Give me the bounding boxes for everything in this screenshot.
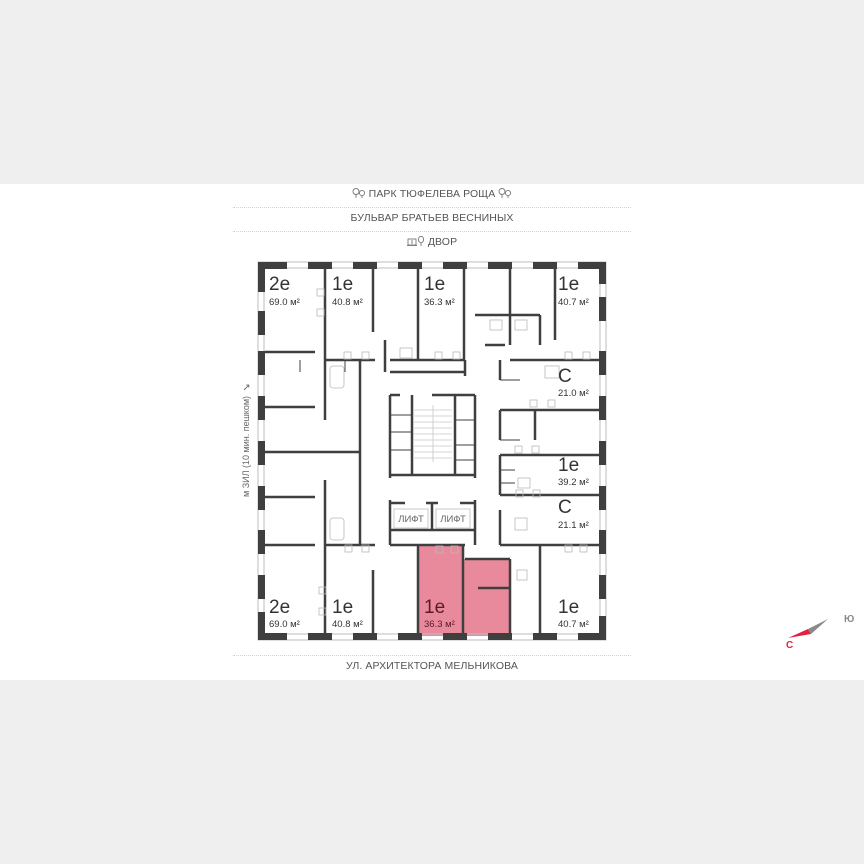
unit-type: С <box>558 366 572 387</box>
boulevard-label: БУЛЬВАР БРАТЬЕВ ВЕСНИНЫХ <box>350 212 514 224</box>
playground-icon <box>406 236 424 246</box>
outer-wall-right <box>599 262 606 640</box>
park-name: ПАРК ТЮФЕЛЕВА РОЩА <box>368 188 496 200</box>
unit-type: 2е <box>269 597 291 618</box>
compass-south: Ю <box>844 614 855 625</box>
unit-area: 69.0 м² <box>269 297 300 308</box>
unit-type: 1е <box>332 274 354 295</box>
unit-area: 21.0 м² <box>558 388 589 399</box>
lift-label: ЛИФТ <box>398 514 424 525</box>
interior-walls <box>265 268 600 636</box>
unit-area: 40.8 м² <box>332 297 363 308</box>
unit-area: 21.1 м² <box>558 520 589 531</box>
unit-area: 39.2 м² <box>558 477 589 488</box>
unit-type: 1е <box>558 455 580 476</box>
outer-wall-left <box>258 262 265 640</box>
unit-area: 40.7 м² <box>558 619 589 630</box>
yard-name: ДВОР <box>427 236 458 248</box>
lift-label: ЛИФТ <box>440 514 466 525</box>
unit-type: 1е <box>558 274 580 295</box>
unit-type: 1е <box>424 274 446 295</box>
unit-area: 69.0 м² <box>269 619 300 630</box>
unit-area: 40.8 м² <box>332 619 363 630</box>
fixture-icons <box>316 288 591 616</box>
compass-needle-icon <box>788 619 828 638</box>
unit-type: 1е <box>558 597 580 618</box>
unit-type: 1е <box>424 597 446 618</box>
compass-north: С <box>786 640 794 651</box>
divider <box>233 655 631 656</box>
lift-box <box>393 508 429 529</box>
unit-area: 36.3 м² <box>424 619 455 630</box>
divider <box>233 207 631 208</box>
compass: С Ю <box>780 612 864 652</box>
unit-area: 36.3 м² <box>424 297 455 308</box>
yard-label: ДВОР <box>233 236 631 248</box>
unit-type: 1е <box>332 597 354 618</box>
unit-area: 40.7 м² <box>558 297 589 308</box>
street-bottom-label: УЛ. АРХИТЕКТОРА МЕЛЬНИКОВА <box>345 660 519 672</box>
unit-type: С <box>558 497 572 518</box>
outer-wall-top <box>258 262 606 269</box>
park-label: ПАРК ТЮФЕЛЕВА РОЩА <box>233 188 631 200</box>
tree-icon <box>352 188 365 198</box>
lift-box <box>435 508 471 529</box>
divider <box>233 231 631 232</box>
outer-wall-bottom <box>258 633 606 640</box>
unit-type: 2е <box>269 274 291 295</box>
tree-icon <box>498 188 512 198</box>
